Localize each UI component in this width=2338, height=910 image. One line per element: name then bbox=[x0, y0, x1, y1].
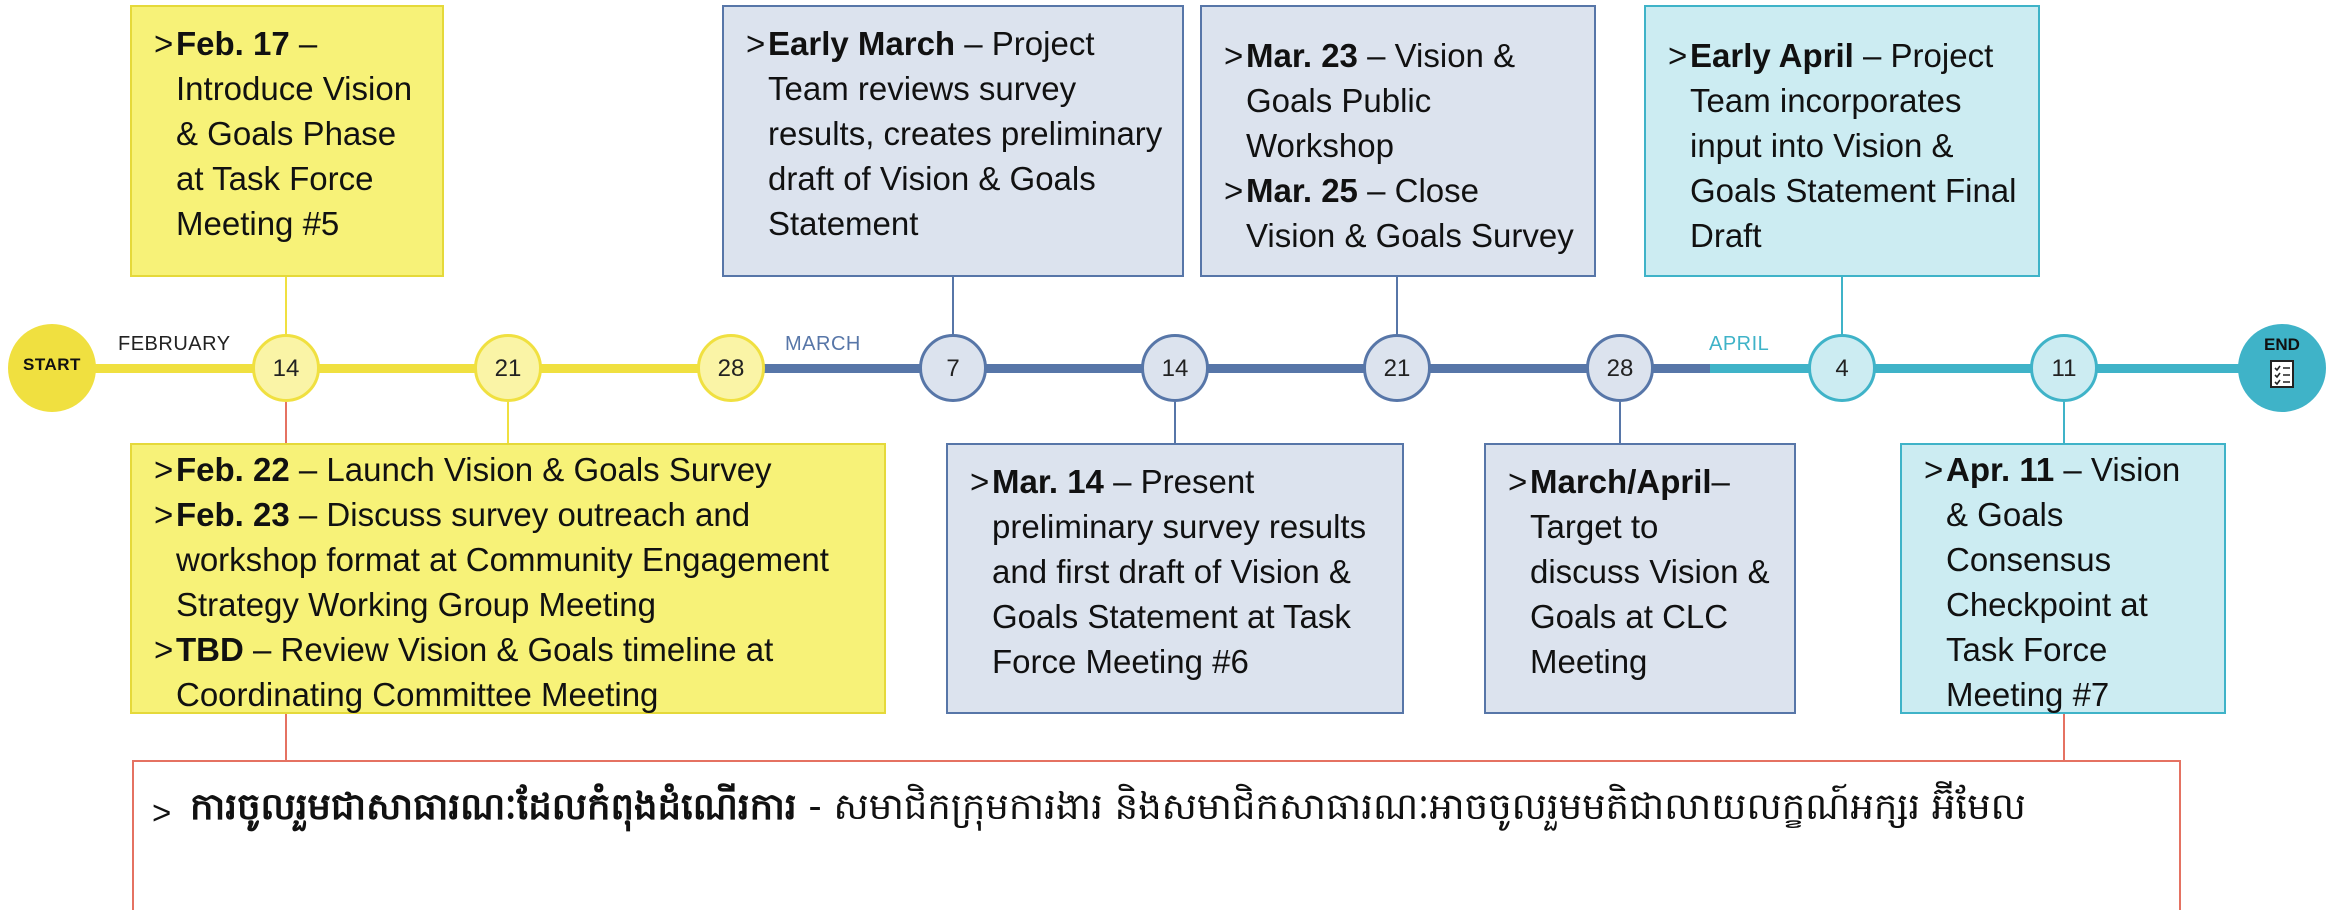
bullet-arrow: > bbox=[1508, 463, 1528, 500]
milestone-date: Feb. 23 bbox=[176, 496, 290, 533]
milestone-box-feb17: >Feb. 17 – Introduce Vision & Goals Phas… bbox=[130, 5, 444, 277]
milestone-box-early-april: >Early April – Project Team incorporates… bbox=[1644, 5, 2040, 277]
milestone-text: – Launch Vision & Goals Survey bbox=[289, 451, 772, 488]
milestone-date: Mar. 25 bbox=[1246, 172, 1358, 209]
milestone-item: >Early April – Project Team incorporates… bbox=[1668, 33, 2020, 258]
date-node: 14 bbox=[252, 334, 320, 402]
bullet-arrow: > bbox=[152, 794, 172, 831]
connector-apr11 bbox=[2063, 402, 2065, 444]
connector-march-april bbox=[1619, 402, 1621, 444]
bullet-arrow: > bbox=[970, 463, 990, 500]
connector-mar14 bbox=[1174, 402, 1176, 444]
connector-feb22 bbox=[507, 402, 509, 444]
bullet-arrow: > bbox=[1668, 37, 1688, 74]
date-node: 4 bbox=[1808, 334, 1876, 402]
milestone-date: Early April bbox=[1690, 37, 1854, 74]
bullet-arrow: > bbox=[154, 496, 174, 533]
month-label-february: FEBRUARY bbox=[118, 333, 231, 355]
milestone-item: >Mar. 14 – Present preliminary survey re… bbox=[970, 459, 1384, 684]
bullet-arrow: > bbox=[1224, 172, 1244, 209]
date-node: 21 bbox=[1363, 334, 1431, 402]
banner-text: ការចូលរួមជាសាធារណៈដែលកំពុងដំណើរការ - សមា… bbox=[190, 786, 2026, 910]
milestone-text: – Present preliminary survey results and… bbox=[992, 463, 1367, 680]
milestone-box-march-april: >March/April– Target to discuss Vision &… bbox=[1484, 443, 1796, 714]
milestone-item: >Mar. 23 – Vision & Goals Public Worksho… bbox=[1224, 33, 1576, 168]
date-node: 7 bbox=[919, 334, 987, 402]
milestone-item: >Feb. 22 – Launch Vision & Goals Survey bbox=[154, 447, 866, 492]
milestone-text: – Project Team incorporates input into V… bbox=[1690, 37, 2017, 254]
bullet-arrow: > bbox=[154, 451, 174, 488]
milestone-date: TBD bbox=[176, 631, 244, 668]
milestone-date: Mar. 23 bbox=[1246, 37, 1358, 74]
connector-apr11-banner bbox=[2063, 712, 2065, 760]
milestone-date: Early March bbox=[768, 25, 956, 62]
connector-early-april bbox=[1841, 276, 1843, 338]
banner-title: ការចូលរួមជាសាធារណៈដែលកំពុងដំណើរការ bbox=[190, 785, 797, 828]
milestone-item: >March/April– Target to discuss Vision &… bbox=[1508, 459, 1776, 684]
milestone-text: – Target to discuss Vision & Goals at CL… bbox=[1530, 463, 1770, 680]
milestone-item: >Feb. 23 – Discuss survey outreach and w… bbox=[154, 492, 866, 627]
timeline-segment-march bbox=[760, 364, 1710, 373]
month-label-march: MARCH bbox=[785, 333, 861, 355]
milestone-box-mar14: >Mar. 14 – Present preliminary survey re… bbox=[946, 443, 1404, 714]
milestone-date: Apr. 11 bbox=[1946, 451, 2055, 488]
milestone-item: >Apr. 11 – Vision & Goals Consensus Chec… bbox=[1924, 447, 2206, 717]
milestone-date: Mar. 14 bbox=[992, 463, 1104, 500]
connector-feb17 bbox=[285, 276, 287, 338]
milestone-date: Feb. 22 bbox=[176, 451, 290, 488]
milestone-date: March/April bbox=[1530, 463, 1712, 500]
public-engagement-banner: > ការចូលរួមជាសាធារណៈដែលកំពុងដំណើរការ - ស… bbox=[132, 760, 2181, 910]
milestone-text: – Vision & Goals Consensus Checkpoint at… bbox=[1946, 451, 2181, 713]
milestone-box-mar23: >Mar. 23 – Vision & Goals Public Worksho… bbox=[1200, 5, 1596, 277]
bullet-arrow: > bbox=[1924, 451, 1944, 488]
milestone-item: >Feb. 17 – Introduce Vision & Goals Phas… bbox=[154, 21, 424, 246]
milestone-text: – Project Team reviews survey results, c… bbox=[768, 25, 1163, 242]
end-cap: END bbox=[2238, 324, 2326, 412]
bullet-arrow: > bbox=[746, 25, 766, 62]
milestone-text: – Close Vision & Goals Survey bbox=[1246, 172, 1574, 254]
connector-early-march bbox=[952, 276, 954, 338]
bullet-arrow: > bbox=[154, 631, 174, 668]
banner-description: - សមាជិកក្រុមការងារ និងសមាជិកសាធារណៈអាចច… bbox=[796, 785, 2026, 828]
date-node: 21 bbox=[474, 334, 542, 402]
milestone-text: – Discuss survey outreach and workshop f… bbox=[176, 496, 829, 623]
date-node: 14 bbox=[1141, 334, 1209, 402]
milestone-box-early-march: >Early March – Project Team reviews surv… bbox=[722, 5, 1184, 277]
timeline-segment-april bbox=[1710, 364, 2290, 373]
timeline-segment-february bbox=[60, 364, 760, 373]
bullet-arrow: > bbox=[154, 25, 174, 62]
end-label: END bbox=[2264, 335, 2300, 354]
milestone-text: – Introduce Vision & Goals Phase at Task… bbox=[176, 25, 413, 242]
start-cap: START bbox=[8, 324, 96, 412]
checklist-icon bbox=[2269, 359, 2295, 389]
connector-mar23 bbox=[1396, 276, 1398, 338]
milestone-item: >TBD – Review Vision & Goals timeline at… bbox=[154, 627, 866, 717]
start-label: START bbox=[23, 355, 81, 374]
milestone-box-apr11: >Apr. 11 – Vision & Goals Consensus Chec… bbox=[1900, 443, 2226, 714]
bullet-arrow: > bbox=[1224, 37, 1244, 74]
milestone-text: – Review Vision & Goals timeline at Coor… bbox=[176, 631, 774, 713]
milestone-item: >Early March – Project Team reviews surv… bbox=[746, 21, 1164, 246]
milestone-date: Feb. 17 bbox=[176, 25, 290, 62]
date-node: 28 bbox=[697, 334, 765, 402]
month-label-april: APRIL bbox=[1709, 333, 1770, 355]
milestone-box-feb22: >Feb. 22 – Launch Vision & Goals Survey … bbox=[130, 443, 886, 714]
date-node: 11 bbox=[2030, 334, 2098, 402]
milestone-item: >Mar. 25 – Close Vision & Goals Survey bbox=[1224, 168, 1576, 258]
date-node: 28 bbox=[1586, 334, 1654, 402]
milestone-text: – Vision & Goals Public Workshop bbox=[1246, 37, 1516, 164]
